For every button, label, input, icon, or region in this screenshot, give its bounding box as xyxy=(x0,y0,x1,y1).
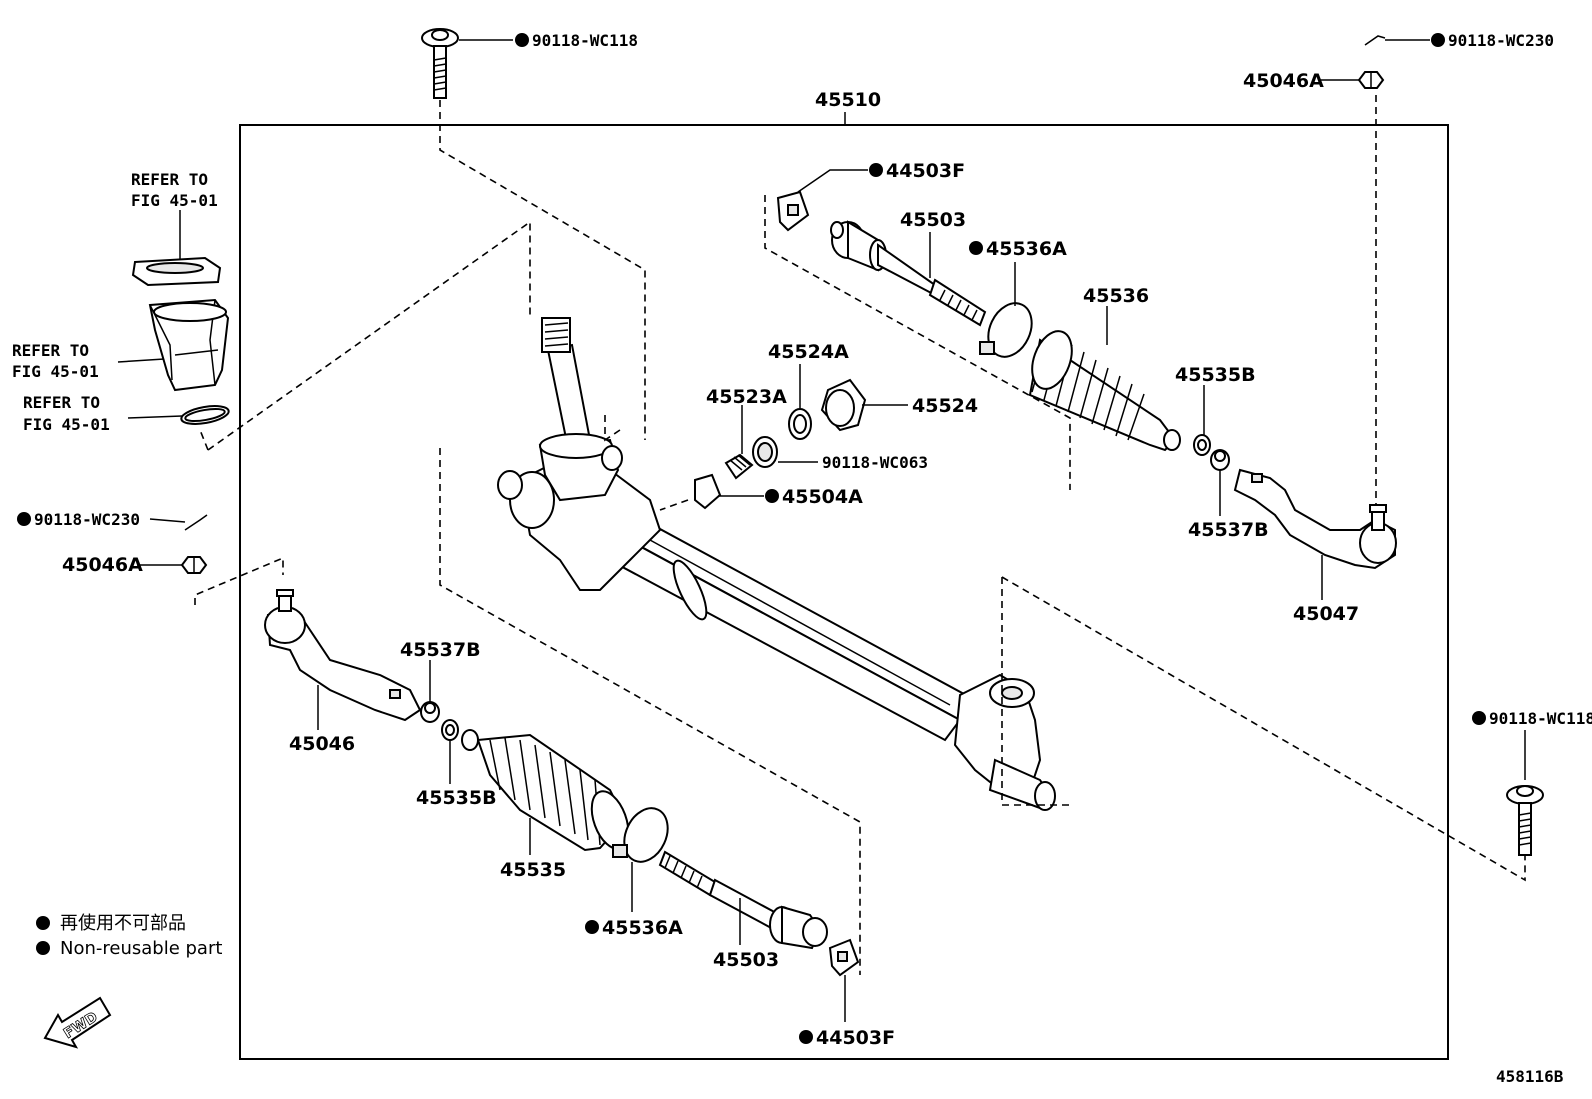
seat-top-icon xyxy=(1210,449,1230,471)
tie-rod-end-left-icon xyxy=(264,589,422,722)
label-seat-bottom: 45537B xyxy=(400,639,481,661)
bracket-bottom-icon xyxy=(828,938,860,977)
label-nut-top-right: 45046A xyxy=(1243,70,1324,92)
bolt-right-icon xyxy=(1506,785,1544,856)
cap-45524-icon xyxy=(820,378,867,432)
bushing-icon xyxy=(752,436,778,468)
label-bolt-top: 90118-WC118 xyxy=(532,31,638,50)
legend-dot xyxy=(36,941,50,955)
label-bracket-top: 44503F xyxy=(886,160,965,182)
label-pin-left: 90118-WC230 xyxy=(34,510,140,529)
ring-45524a-icon xyxy=(788,408,812,440)
label-boot-top: 45536 xyxy=(1083,285,1149,307)
label-refer3-line1: REFER TO xyxy=(23,393,100,412)
label-rod-top: 45503 xyxy=(900,209,966,231)
nonreusable-dot xyxy=(515,33,529,47)
guide-45504a-icon xyxy=(694,473,722,510)
diagram-code: 458116B xyxy=(1496,1067,1564,1086)
label-bolt-right: 90118-WC118 xyxy=(1489,709,1592,728)
label-ring-bottom: 45535B xyxy=(416,787,497,809)
ring-bottom-icon xyxy=(441,719,459,741)
nonreusable-dot xyxy=(969,241,983,255)
clamp-bottom-icon xyxy=(612,807,669,863)
nonreusable-dot xyxy=(585,920,599,934)
label-cap-45524: 45524 xyxy=(912,395,978,417)
boot-bottom-icon xyxy=(461,729,630,852)
boot-top-icon xyxy=(1028,330,1181,452)
bolt-top-icon xyxy=(421,28,459,99)
label-tie-end-left: 45046 xyxy=(289,733,355,755)
o-ring-icon xyxy=(180,405,230,425)
nonreusable-dot xyxy=(1431,33,1445,47)
nonreusable-dot xyxy=(1472,711,1486,725)
label-bushing: 90118-WC063 xyxy=(822,453,928,472)
label-tie-end-right: 45047 xyxy=(1293,603,1359,625)
clamp-top-icon xyxy=(979,302,1033,358)
label-guide-45504a: 45504A xyxy=(782,486,863,508)
nonreusable-dot xyxy=(869,163,883,177)
dust-seal-ring-icon xyxy=(131,256,222,287)
label-seat-top: 45537B xyxy=(1188,519,1269,541)
label-clamp-bottom: 45536A xyxy=(602,917,683,939)
label-refer1-line2: FIG 45-01 xyxy=(131,191,218,210)
steering-rack-housing-icon xyxy=(497,317,1056,811)
tie-rod-end-right-icon xyxy=(1233,468,1397,570)
label-45510: 45510 xyxy=(815,89,881,111)
label-refer1-line1: REFER TO xyxy=(131,170,208,189)
label-ring-top: 45535B xyxy=(1175,364,1256,386)
inner-rod-top-icon xyxy=(830,220,987,327)
seat-bottom-icon xyxy=(420,701,440,723)
label-boot-bottom: 45535 xyxy=(500,859,566,881)
nut-left-icon xyxy=(180,556,208,574)
label-clamp-top: 45536A xyxy=(986,238,1067,260)
spring-45523a-icon xyxy=(724,453,754,480)
label-refer2-line1: REFER TO xyxy=(12,341,89,360)
label-ring-45524a: 45524A xyxy=(768,341,849,363)
label-refer2-line2: FIG 45-01 xyxy=(12,362,99,381)
nut-top-right-icon xyxy=(1357,71,1385,89)
ring-top-icon xyxy=(1193,434,1211,456)
legend-line2: Non-reusable part xyxy=(60,938,222,959)
nonreusable-dot xyxy=(765,489,779,503)
label-pin-top-right: 90118-WC230 xyxy=(1448,31,1554,50)
fwd-arrow-icon: FWD xyxy=(43,996,112,1049)
label-rod-bottom: 45503 xyxy=(713,949,779,971)
bracket-top-icon xyxy=(776,190,810,232)
assembly-frame xyxy=(239,124,1449,1060)
nonreusable-dot xyxy=(17,512,31,526)
label-spring-45523a: 45523A xyxy=(706,386,787,408)
inner-rod-bottom-icon xyxy=(658,850,828,950)
label-nut-left: 45046A xyxy=(62,554,143,576)
legend-line1: 再使用不可部品 xyxy=(60,913,186,934)
boot-column-icon xyxy=(148,298,230,392)
label-bracket-bottom: 44503F xyxy=(816,1027,895,1049)
legend-dot xyxy=(36,916,50,930)
label-refer3-line2: FIG 45-01 xyxy=(23,415,110,434)
nonreusable-dot xyxy=(799,1030,813,1044)
